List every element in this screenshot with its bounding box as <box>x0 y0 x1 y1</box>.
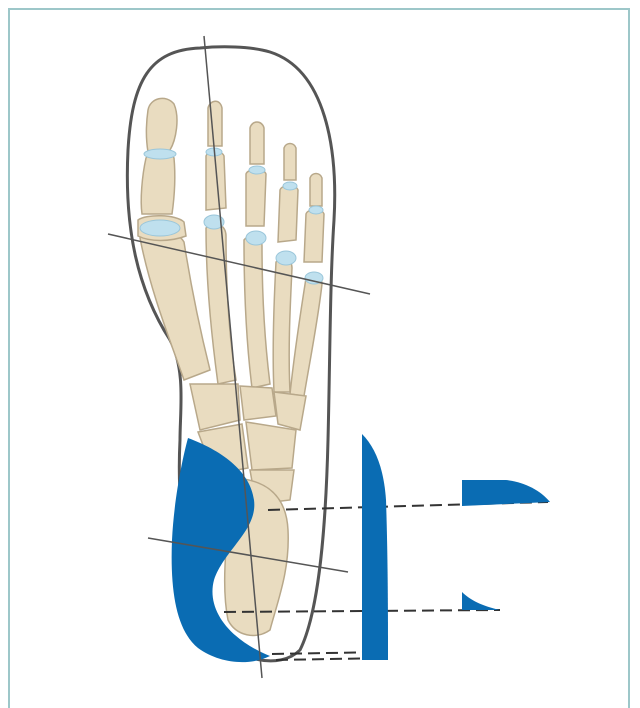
orthotic-side-profile <box>362 434 388 660</box>
cross-section-upper <box>462 480 550 506</box>
phalanges <box>138 98 324 262</box>
cross-section-lower <box>462 592 500 610</box>
metatarsals <box>140 224 322 396</box>
